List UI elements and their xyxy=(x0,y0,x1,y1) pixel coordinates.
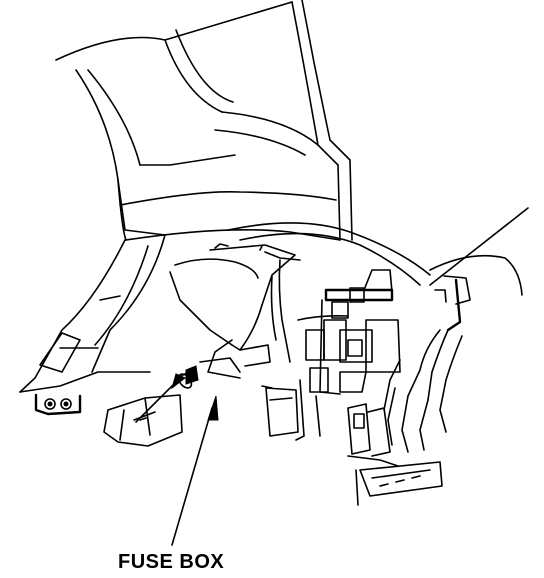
a-pillar-outline xyxy=(117,139,353,241)
fuse-box-shape xyxy=(103,394,183,447)
floor-lines xyxy=(295,379,359,506)
lower-dash-left xyxy=(19,234,166,393)
center-console xyxy=(185,259,291,385)
left-bracket xyxy=(34,393,82,416)
dashboard-top xyxy=(227,207,529,296)
fuse-box-label: FUSE BOX xyxy=(118,551,225,573)
wiring-harness-right xyxy=(383,275,471,453)
dash-brace xyxy=(319,269,401,395)
lower-connectors xyxy=(347,403,443,497)
windshield-outline xyxy=(55,0,331,241)
arrow-leader xyxy=(135,371,219,546)
